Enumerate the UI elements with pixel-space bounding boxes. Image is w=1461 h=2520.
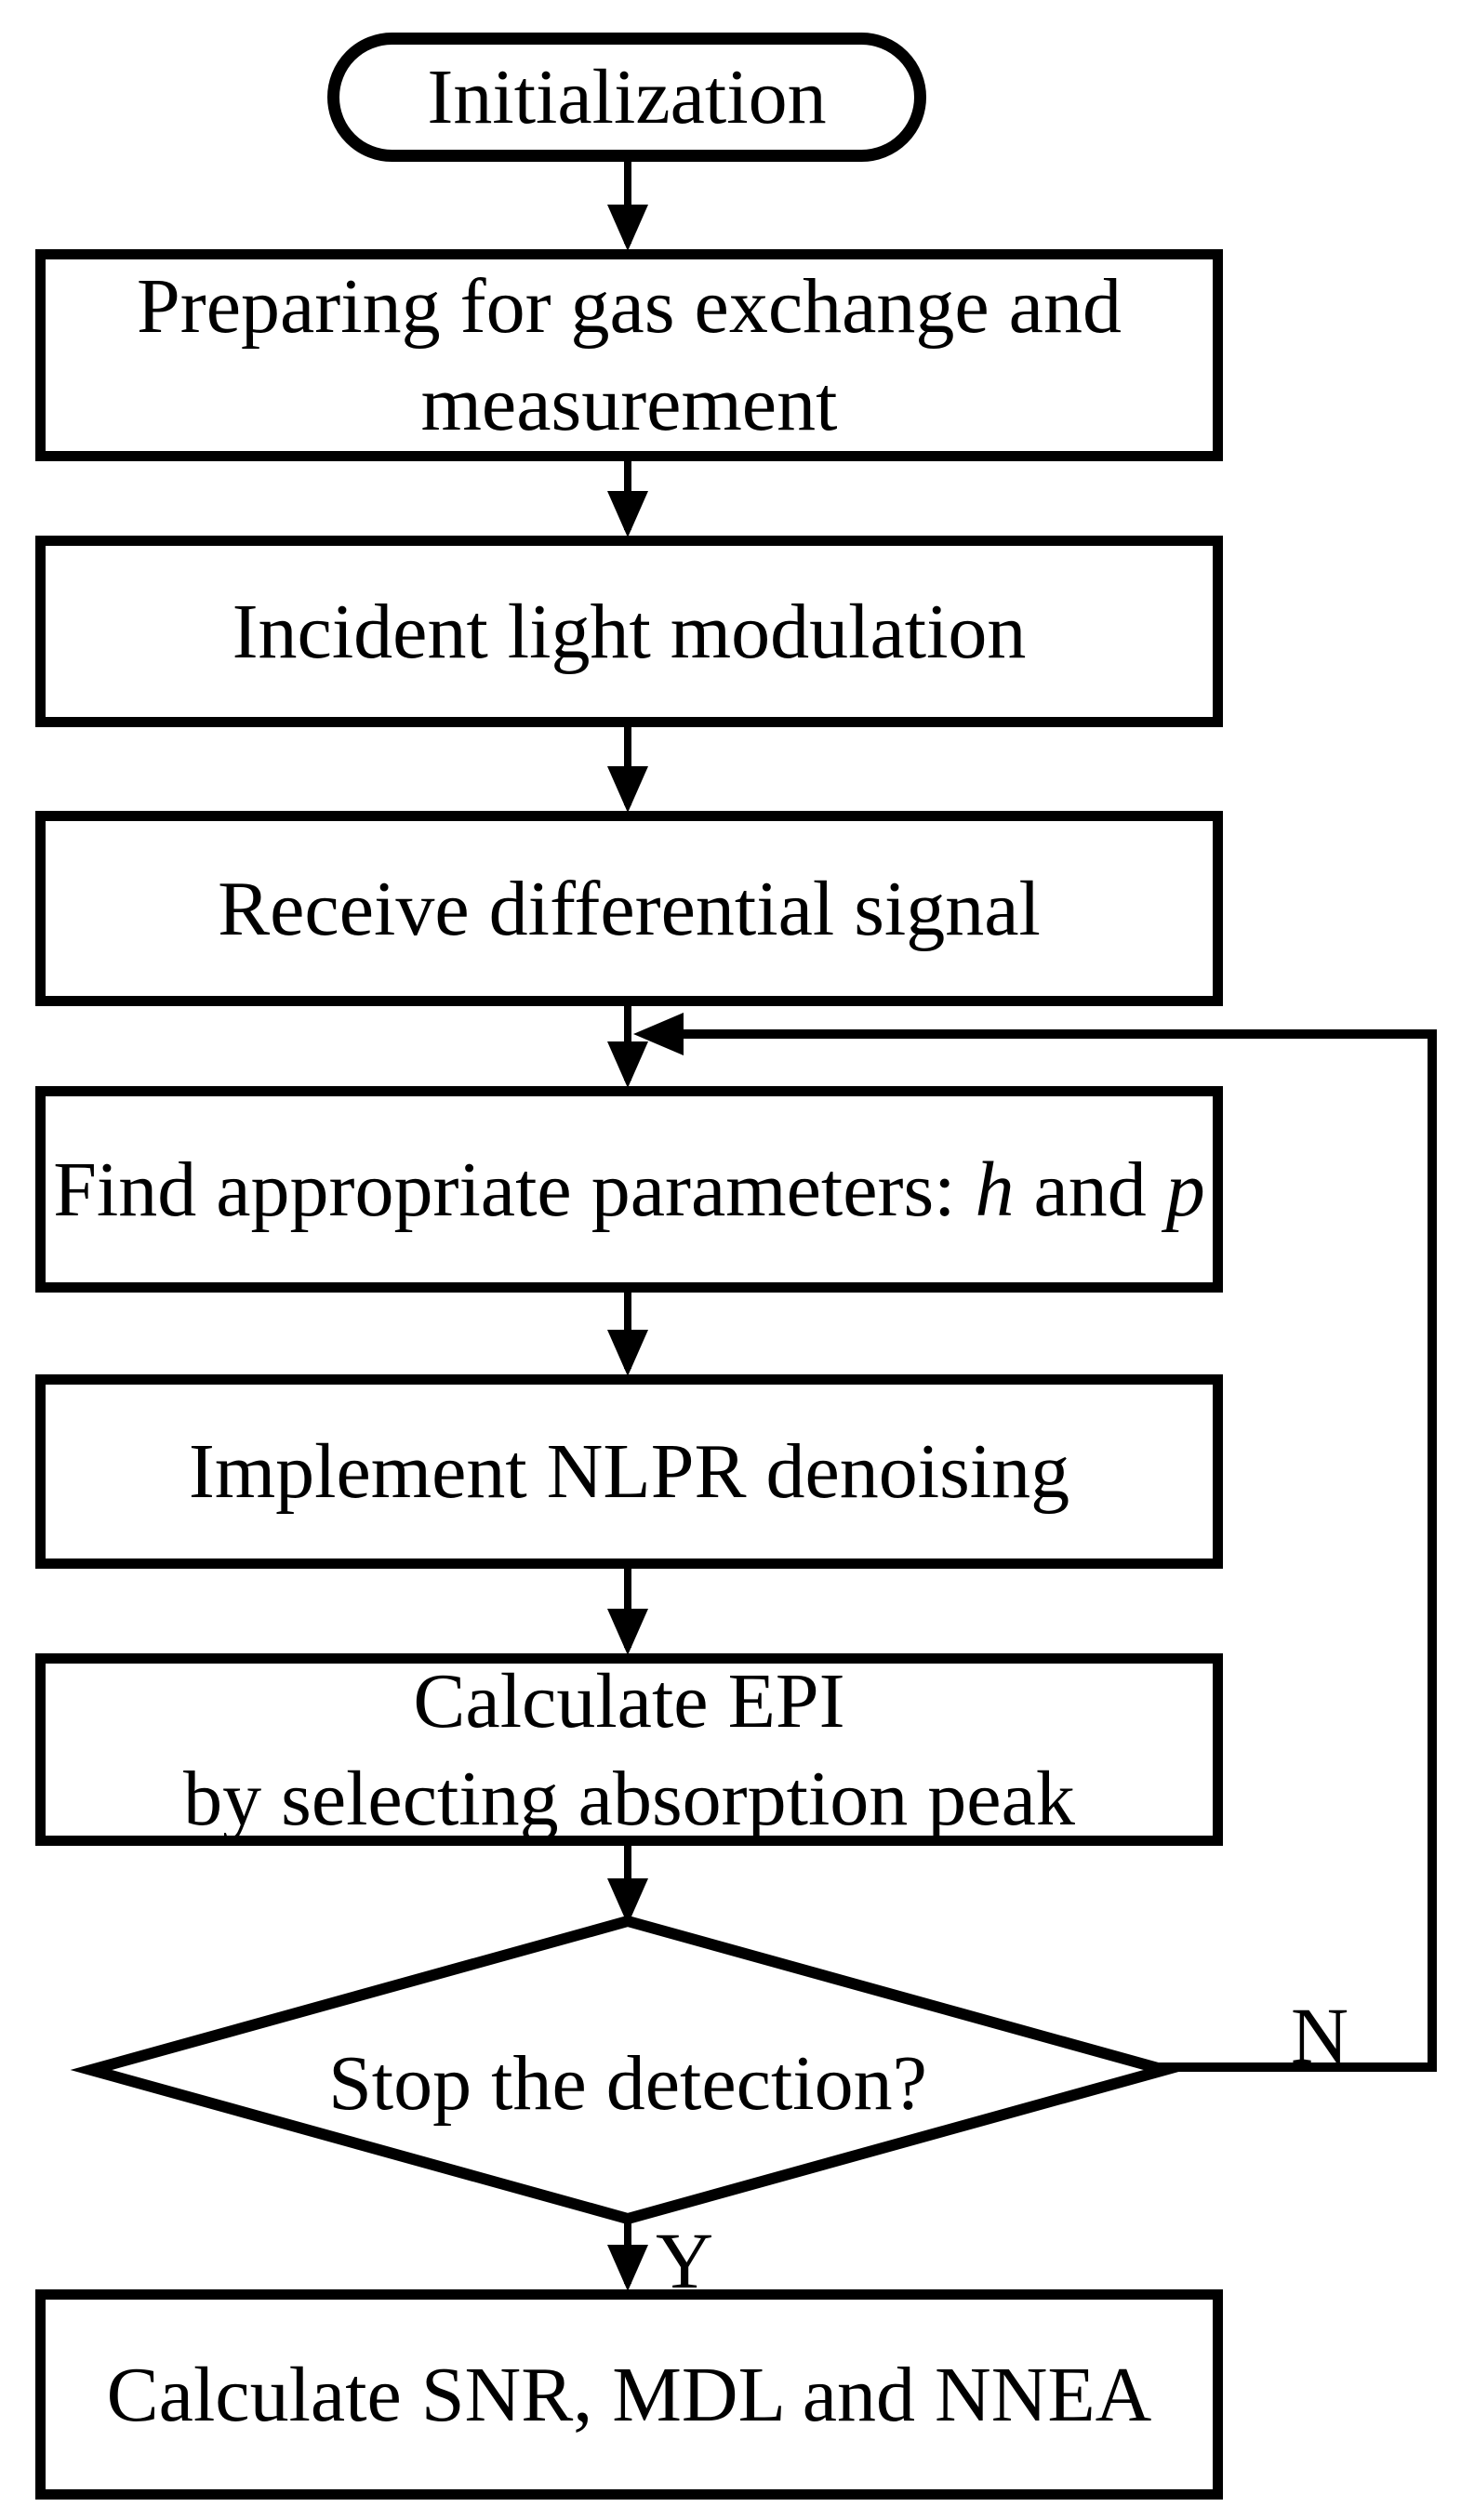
label-branch-no: N (1291, 1991, 1349, 2080)
arrowhead-into-epi (607, 1609, 648, 1655)
node-preparing-line1: Preparing for gas exchange and (137, 263, 1122, 350)
node-incident-light-modulation: Incident light modulation (35, 536, 1223, 727)
node-preparing-line2: measurement (420, 361, 838, 447)
arrowhead-into-decision (607, 1878, 648, 1925)
arrowhead-into-findparams (607, 1041, 648, 1088)
decision-stop-detection: Stop the detection? (163, 1971, 1093, 2195)
arrowhead-into-receive (607, 766, 648, 813)
arrowhead-into-result (607, 2245, 648, 2291)
find-parameters-var-p: p (1165, 1146, 1205, 1233)
node-receive-differential-signal: Receive differential signal (35, 811, 1223, 1006)
node-initialization-label: Initialization (427, 54, 827, 140)
node-calculate-epi-line2: by selecting absorption peak (183, 1755, 1075, 1842)
find-parameters-conjunction: and (1014, 1146, 1166, 1233)
decision-stop-detection-label: Stop the detection? (328, 2039, 927, 2127)
node-find-parameters: Find appropriate parameters: h and p (35, 1086, 1223, 1293)
find-parameters-prefix: Find appropriate parameters: (53, 1146, 976, 1233)
arrowhead-into-denoise (607, 1330, 648, 1376)
node-incident-light-modulation-label: Incident light modulation (232, 588, 1027, 675)
arrowhead-into-modulate (607, 491, 648, 537)
label-branch-yes: Y (656, 2216, 714, 2305)
node-initialization: Initialization (327, 33, 926, 162)
node-preparing: Preparing for gas exchange and measureme… (35, 249, 1223, 461)
decision-diamond-shape (70, 1915, 1186, 2225)
node-receive-differential-signal-label: Receive differential signal (218, 865, 1041, 952)
node-calculate-epi-line1: Calculate EPI (413, 1657, 845, 1744)
node-nlpr-denoising-label: Implement NLPR denoising (188, 1428, 1070, 1515)
node-nlpr-denoising: Implement NLPR denoising (35, 1374, 1223, 1569)
node-calculate-snr-mdl-nnea-label: Calculate SNR, MDL and NNEA (106, 2351, 1152, 2438)
node-find-parameters-label: Find appropriate parameters: h and p (53, 1141, 1205, 1239)
find-parameters-var-h: h (975, 1146, 1015, 1233)
node-calculate-epi: Calculate EPI by selecting absorption pe… (35, 1653, 1223, 1846)
node-calculate-snr-mdl-nnea: Calculate SNR, MDL and NNEA (35, 2289, 1223, 2500)
arrowhead-feedback-left (633, 1013, 684, 1055)
arrowhead-into-prepare (607, 205, 648, 251)
